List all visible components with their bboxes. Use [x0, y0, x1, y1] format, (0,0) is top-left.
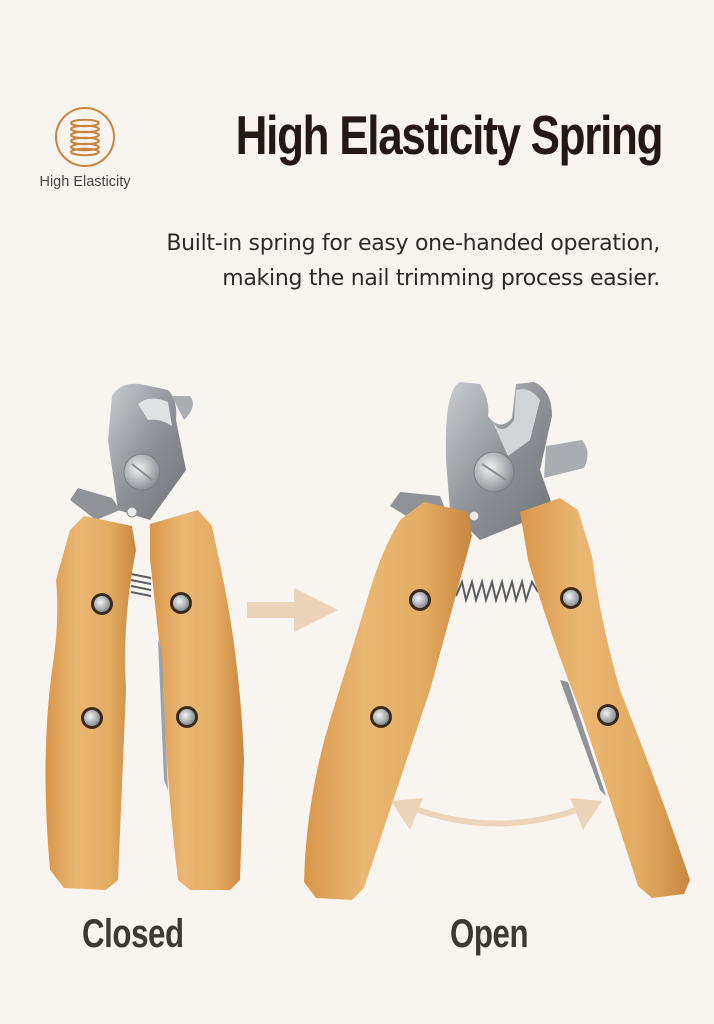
- badge-label: High Elasticity: [39, 174, 131, 190]
- spring-coil-icon: [55, 107, 115, 167]
- page-title: High Elasticity Spring: [235, 104, 663, 166]
- open-spring: [455, 578, 539, 604]
- clipper-diagram: [45, 382, 690, 900]
- closed-screws: [81, 592, 198, 729]
- clipper-illustration: [0, 360, 714, 920]
- open-close-motion-arrow-icon: [391, 798, 602, 830]
- subtitle-line-1: Built-in spring for easy one-handed oper…: [166, 231, 660, 256]
- subtitle: Built-in spring for easy one-handed oper…: [166, 226, 660, 296]
- feature-badge: High Elasticity: [24, 106, 146, 190]
- closed-clipper: [45, 383, 244, 890]
- caption-open: Open: [450, 912, 529, 956]
- open-clipper: [304, 382, 690, 900]
- caption-closed: Closed: [82, 912, 184, 956]
- subtitle-line-2: making the nail trimming process easier.: [222, 266, 660, 291]
- closed-spring: [130, 573, 152, 597]
- open-screws: [370, 587, 619, 728]
- transition-arrow-icon: [247, 588, 338, 632]
